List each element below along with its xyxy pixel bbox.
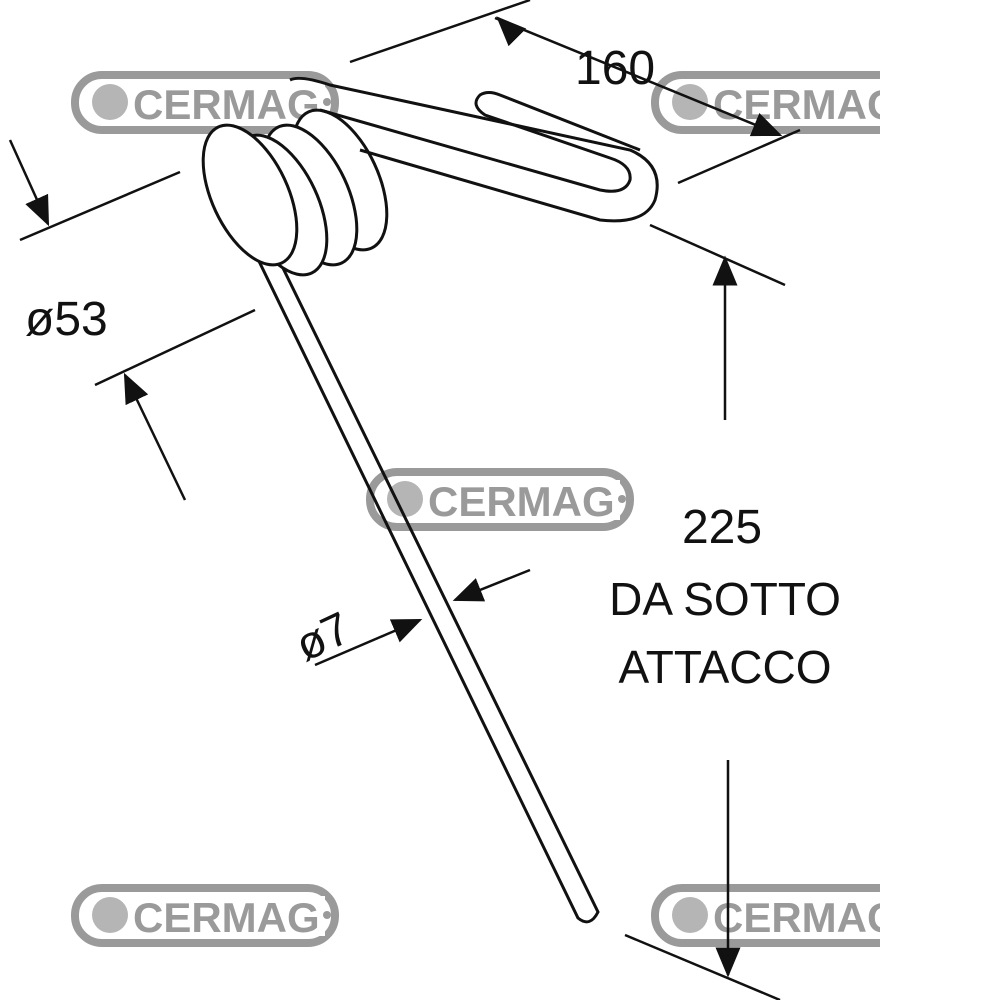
svg-text:CERMAG: CERMAG — [428, 478, 615, 525]
watermark-logo: CERMAG — [75, 888, 335, 943]
dimension-label-160: 160 — [575, 42, 655, 95]
svg-text:CERMAG: CERMAG — [133, 81, 320, 128]
tine-rod — [203, 149, 600, 924]
height-note-line2: ATTACCO — [619, 641, 832, 693]
dimension-label-wire-diameter: ø7 — [287, 601, 358, 671]
watermark-logo: CERMAG — [655, 888, 915, 943]
dimension-label-225: 225 — [682, 501, 762, 554]
svg-text:CERMAG: CERMAG — [713, 81, 900, 128]
dimension-lines — [8, 0, 801, 1000]
dimension-label-coil-diameter: ø53 — [25, 293, 108, 346]
mounting-loop — [289, 76, 659, 223]
svg-text:CERMAG: CERMAG — [713, 894, 900, 941]
watermark-logo: CERMAG — [75, 75, 335, 130]
watermark-logo: CERMAG — [370, 472, 630, 527]
watermark-logo: CERMAG — [655, 75, 915, 130]
height-note-line1: DA SOTTO — [609, 573, 841, 625]
svg-text:CERMAG: CERMAG — [133, 894, 320, 941]
spring-coil — [201, 108, 389, 277]
